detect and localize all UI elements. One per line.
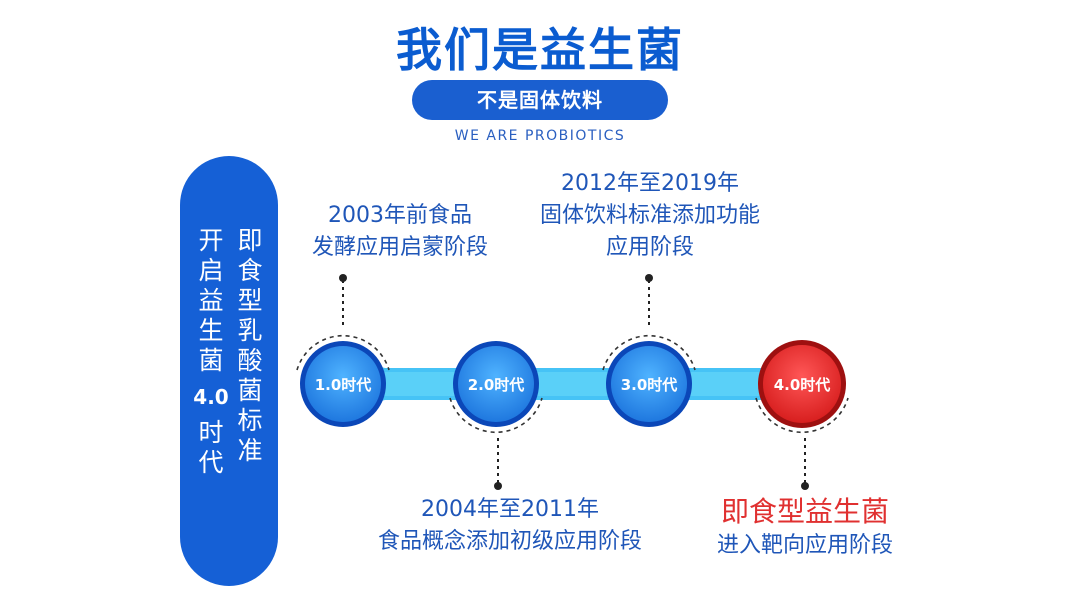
era-label-3: 3.0时代: [621, 376, 678, 394]
side-char: 酸: [237, 346, 263, 375]
orbit-arc-2: [449, 397, 543, 434]
stage-3-desc: 固体饮料标准添加功能: [539, 203, 760, 228]
stage-4-label: 即食型益生菌 进入靶向应用阶段: [690, 494, 920, 562]
side-char: 食: [237, 256, 263, 285]
stage-4-desc: 进入靶向应用阶段: [716, 533, 893, 558]
side-char: 开: [198, 226, 224, 255]
side-char: 标: [237, 406, 263, 435]
stage-3-period: 2012年至2019年: [561, 171, 739, 196]
stage-1-desc: 发酵应用启蒙阶段: [311, 235, 488, 260]
side-char: 时: [198, 418, 224, 447]
stage-2-label: 2004年至2011年 食品概念添加初级应用阶段: [350, 494, 670, 558]
side-banner-left-column: 开 启 益 生 菌 4.0 时 代: [191, 226, 231, 478]
side-char: 菌: [198, 346, 224, 375]
era-label-2: 2.0时代: [468, 376, 525, 394]
side-char: 型: [237, 286, 263, 315]
side-char: 生: [198, 316, 224, 345]
side-char: 启: [198, 256, 224, 285]
connector-dot-3: [645, 274, 653, 282]
orbit-arc-3: [602, 334, 696, 371]
stage-2-desc: 食品概念添加初级应用阶段: [377, 529, 642, 554]
side-banner: 开 启 益 生 菌 4.0 时 代 即 食 型 乳 酸 菌 标 准: [180, 156, 278, 586]
page-subtitle: WE ARE PROBIOTICS: [454, 128, 626, 144]
connector-dot-2: [494, 482, 502, 490]
era-timeline: 1.0时代 2.0时代 3.0时代 4.0时代: [296, 334, 849, 434]
side-char: 乳: [237, 316, 263, 345]
side-char: 准: [237, 436, 263, 465]
side-char: 代: [198, 448, 224, 477]
side-banner-right-column: 即 食 型 乳 酸 菌 标 准: [230, 226, 270, 466]
stage-2-period: 2004年至2011年: [421, 497, 599, 522]
era-node-1: 1.0时代: [300, 341, 386, 427]
side-char: 即: [237, 226, 263, 255]
era-node-3: 3.0时代: [606, 341, 692, 427]
era-label-4: 4.0时代: [774, 376, 831, 394]
connector-dot-4: [801, 482, 809, 490]
stage-3-desc-cont: 应用阶段: [605, 235, 694, 260]
connector-dot-1: [339, 274, 347, 282]
side-era-number: 4.0: [193, 385, 229, 409]
stage-1-period: 2003年前食品: [328, 203, 472, 228]
side-char: 菌: [237, 376, 263, 405]
orbit-arc-1: [296, 334, 390, 371]
stage-3-label: 2012年至2019年 固体饮料标准添加功能 应用阶段: [530, 168, 770, 264]
stage-1-label: 2003年前食品 发酵应用启蒙阶段: [280, 200, 520, 264]
era-node-4: 4.0时代: [758, 340, 846, 428]
era-node-2: 2.0时代: [453, 341, 539, 427]
page-title: 我们是益生菌: [396, 23, 684, 77]
era-label-1: 1.0时代: [315, 376, 372, 394]
side-char: 益: [198, 286, 224, 315]
orbit-arc-4: [755, 397, 849, 434]
title-badge: 不是固体饮料: [412, 80, 668, 120]
stage-4-highlight: 即食型益生菌: [720, 495, 889, 528]
timeline-tube-core: [310, 372, 820, 396]
